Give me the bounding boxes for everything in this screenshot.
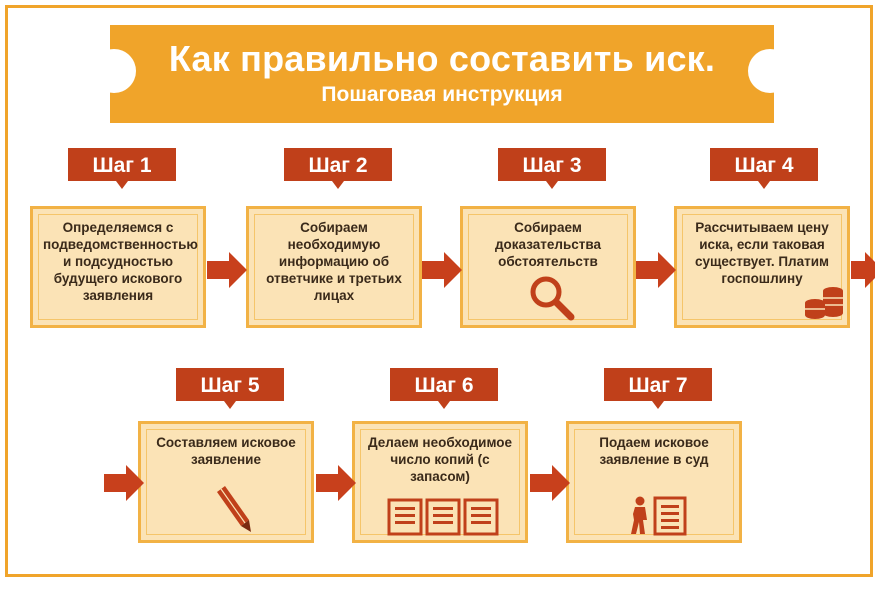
step-2-card: Собираем необходимую информацию об ответ… [246,206,422,328]
step-7-text: Подаем исковое заявление в суд [599,435,709,467]
step-2-label: Шаг 2 [308,154,368,177]
step-7-tab: Шаг 7 [604,368,712,409]
pencil-icon [217,486,251,532]
step-5-text: Составляем исковое заявление [156,435,296,467]
outer-frame [5,5,873,577]
tab-shape [710,148,818,189]
step-3-label: Шаг 3 [522,154,582,177]
title-banner [110,25,774,123]
banner-hole-right [748,49,792,93]
step-5-label: Шаг 5 [200,374,260,397]
magnifier-icon [530,276,575,321]
step-7-label: Шаг 7 [628,374,688,397]
step-4-label: Шаг 4 [734,154,794,177]
arrow-right-icon [530,465,570,501]
documents-icon [387,498,499,536]
arrow-right-icon [316,465,356,501]
coins-icon [805,287,843,319]
arrow-right-icon [851,252,875,288]
tab-shape [390,368,498,409]
step-1-card: Определяемся с подведомственностью и под… [30,206,206,328]
arrow-right-icon [636,252,676,288]
step-6-label: Шаг 6 [414,374,474,397]
step-7-card: Подаем исковое заявление в суд [566,421,742,543]
step-1-label: Шаг 1 [92,154,152,177]
tab-shape [498,148,606,189]
tab-shape [68,148,176,189]
step-4-tab: Шаг 4 [710,148,818,189]
arrow-right-icon [207,252,247,288]
tab-shape [284,148,392,189]
tab-shape [176,368,284,409]
step-2-tab: Шаг 2 [284,148,392,189]
person-document-icon [631,496,687,536]
card-inner-border [254,214,414,320]
step-5-card: Составляем исковое заявление [138,421,314,543]
step-5-tab: Шаг 5 [176,368,284,409]
step-2-text: Собираем необходимую информацию об ответ… [266,220,402,303]
step-3-tab: Шаг 3 [498,148,606,189]
arrow-right-icon [422,252,462,288]
step-6-text: Делаем необходимое число копий (с запасо… [367,435,513,484]
step-6-card: Делаем необходимое число копий (с запасо… [352,421,528,543]
card-inner-border [682,214,842,320]
step-4-card: Рассчитываем цену иска, если таковая сущ… [674,206,850,328]
arrow-right-icon [104,465,144,501]
card-inner-border [468,214,628,320]
page-title: Как правильно составить иск. [168,38,716,79]
step-3-text: Собираем доказательства обстоятельств [494,220,602,269]
step-1-tab: Шаг 1 [68,148,176,189]
banner-hole-left [92,49,136,93]
card-inner-border [146,429,306,535]
step-1-text: Определяемся с подведомственностью и под… [43,220,198,303]
step-6-tab: Шаг 6 [390,368,498,409]
page-subtitle: Пошаговая инструкция [321,83,563,106]
tab-shape [604,368,712,409]
step-3-card: Собираем доказательства обстоятельств [460,206,636,328]
card-inner-border [38,214,198,320]
step-4-text: Рассчитываем цену иска, если таковая сущ… [694,220,830,286]
